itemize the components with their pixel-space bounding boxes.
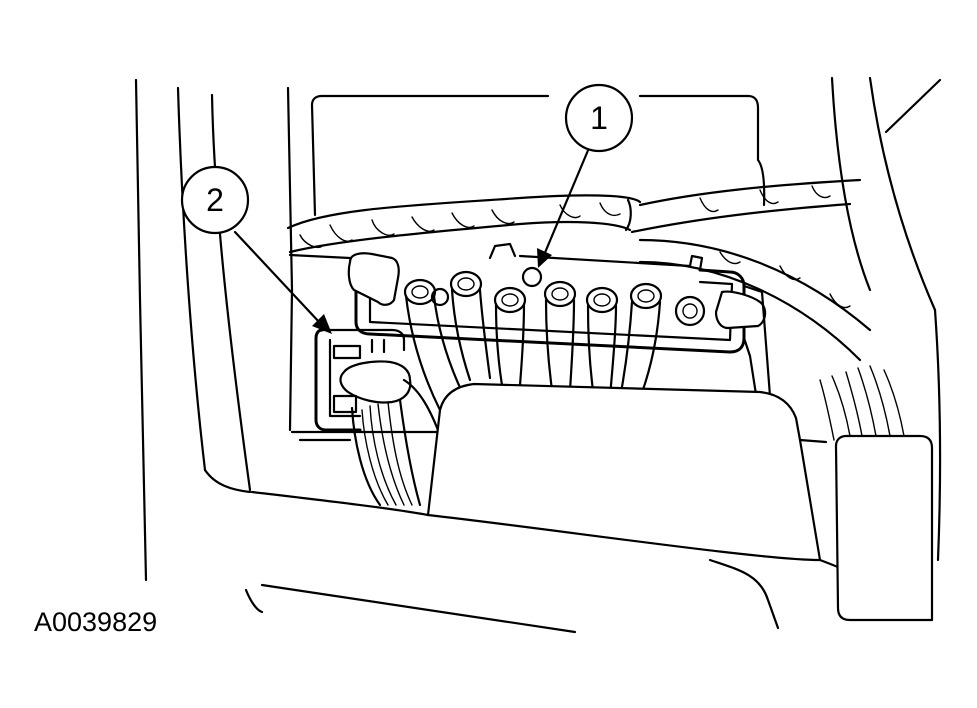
hose-ports	[403, 270, 663, 412]
callout-2-circle	[180, 165, 250, 235]
callout-leaders	[233, 146, 591, 334]
callout-1-circle	[564, 83, 634, 153]
front-cover	[244, 382, 902, 634]
callout-1: 1	[564, 83, 634, 153]
electrical-connector	[314, 328, 440, 507]
callout-2-number: 2	[206, 182, 224, 218]
callout-2-arrowhead	[312, 314, 332, 334]
main-wiring-harness	[286, 178, 872, 362]
callout-1-number: 1	[590, 100, 608, 136]
right-side-components	[798, 76, 942, 622]
upper-module-housing	[310, 94, 766, 217]
connector-block	[347, 242, 767, 354]
left-trim-panel	[134, 78, 294, 582]
callout-2: 2	[180, 165, 250, 235]
callout-1-arrowhead	[537, 248, 552, 268]
figure-id: A0039829	[34, 607, 157, 637]
